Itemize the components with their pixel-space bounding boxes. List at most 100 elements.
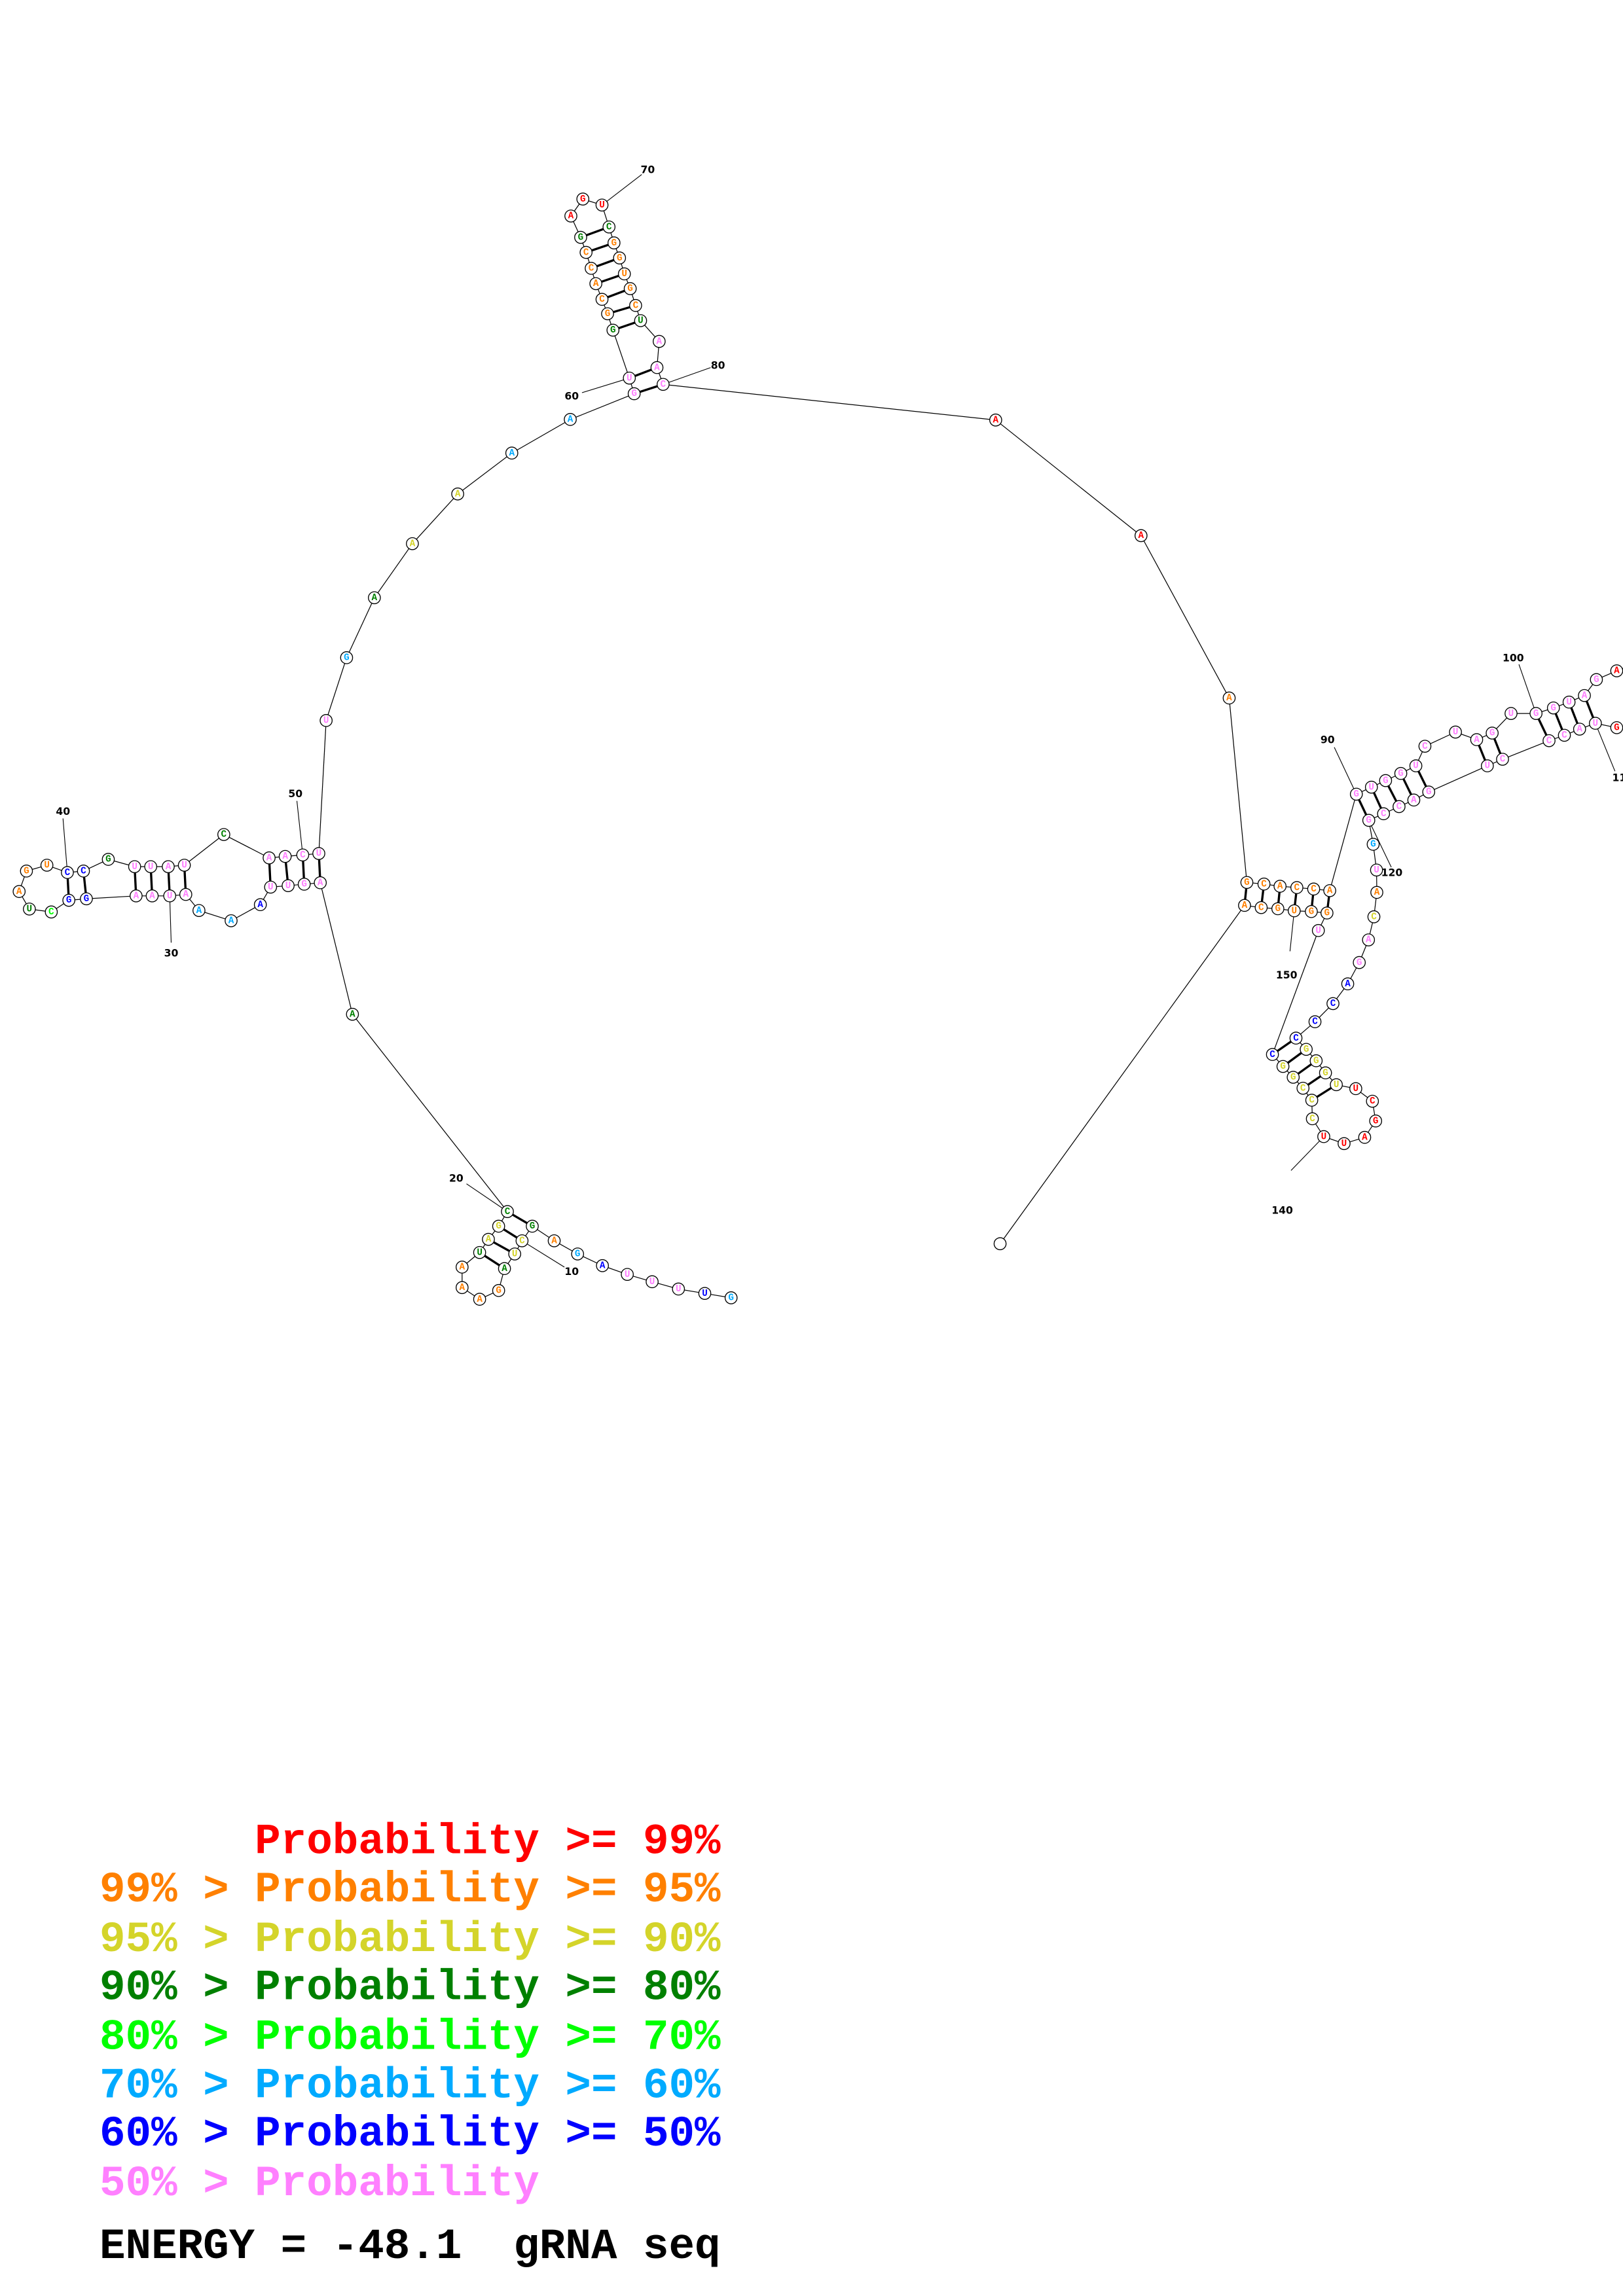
nucleotide-letter: A	[460, 1283, 465, 1293]
nucleotide-letter: U	[625, 1270, 630, 1280]
nucleotide: G	[1366, 838, 1380, 851]
nucleotide: A	[1573, 723, 1586, 736]
nucleotide: U	[1311, 924, 1325, 937]
nucleotide-circle	[1300, 1043, 1313, 1056]
nucleotide-circle	[40, 859, 54, 872]
nucleotide-letter: G	[605, 309, 611, 319]
nucleotide: G	[1379, 774, 1393, 787]
nucleotide: G	[297, 878, 311, 891]
nucleotide-letter: G	[1398, 768, 1404, 779]
nucleotide-circle	[623, 371, 636, 385]
nucleotide: G	[20, 865, 33, 878]
nucleotide: G	[571, 1247, 585, 1261]
backbone-lines	[18, 198, 1623, 1300]
nucleotide-letter: C	[589, 264, 594, 274]
nucleotide-circle	[1311, 924, 1325, 937]
nucleotide-letter: A	[16, 887, 22, 897]
nucleotide: A	[1370, 886, 1383, 899]
nucleotide-circle	[346, 1007, 359, 1021]
nucleotide-circle	[77, 865, 90, 878]
nucleotide-letter: U	[1508, 709, 1514, 719]
legend-row-90: 95% > Probability >= 90%	[100, 1915, 721, 1964]
backbone-segment	[318, 720, 327, 854]
nucleotide-letter: U	[1368, 782, 1374, 793]
nucleotide-circle	[576, 192, 590, 206]
nucleotide-letter: A	[134, 891, 139, 901]
nucleotide-circle	[608, 236, 621, 249]
position-tick-line	[522, 1240, 565, 1268]
legend-row-95: 99% > Probability >= 95%	[100, 1865, 721, 1914]
nucleotide: C	[1290, 881, 1304, 894]
nucleotide-letter: C	[606, 222, 612, 232]
nucleotide-circle	[1288, 904, 1301, 918]
nucleotide: C	[585, 262, 598, 275]
nucleotide-letter: G	[1357, 958, 1362, 968]
nucleotide: U	[623, 371, 636, 385]
nucleotide-circle	[264, 880, 278, 894]
nucleotide: C	[515, 1234, 529, 1247]
nucleotide-circle	[547, 1234, 561, 1247]
nucleotide-letter: A	[654, 363, 660, 373]
nucleotide-circle	[1558, 728, 1571, 742]
nucleotide-circle	[606, 323, 620, 337]
nucleotide: C	[1326, 997, 1340, 1011]
nucleotide-letter: C	[1422, 742, 1428, 752]
nucleotide-circle	[596, 1259, 610, 1272]
nucleotide: A	[346, 1007, 359, 1021]
nucleotide-circle	[526, 1219, 539, 1233]
nucleotide-circle	[672, 1282, 685, 1296]
nucleotide: A	[12, 885, 26, 898]
legend-row-70: 80% > Probability >= 70%	[100, 2013, 721, 2062]
nucleotide: A	[455, 1261, 469, 1274]
nucleotide: G	[492, 1219, 505, 1233]
nucleotide: G	[1353, 956, 1366, 969]
nucleotide-letter: G	[610, 325, 616, 336]
nucleotide-circle	[296, 848, 310, 862]
nucleotide-letter: U	[599, 200, 605, 211]
nucleotide: C	[1296, 1081, 1310, 1095]
nucleotide: A	[1341, 977, 1355, 991]
nucleotide-circle	[482, 1232, 495, 1246]
nucleotide-circle	[515, 1234, 529, 1247]
backbone-segment	[1000, 905, 1245, 1244]
nucleotide-letter: C	[1258, 903, 1264, 913]
nucleotide-circle	[1366, 838, 1380, 851]
nucleotide-circle	[602, 220, 616, 234]
nucleotide-letter: U	[167, 891, 173, 901]
nucleotide: G	[1286, 1071, 1300, 1084]
nucleotide-letter: G	[1373, 1116, 1379, 1126]
nucleotide: A	[650, 361, 664, 374]
nucleotide-circle	[698, 1287, 712, 1300]
nucleotide: U	[319, 714, 333, 727]
nucleotide-letter: A	[318, 878, 323, 888]
position-tick-line	[663, 367, 711, 385]
position-tick-line	[1289, 910, 1295, 952]
nucleotide-circle	[1317, 1130, 1330, 1143]
nucleotide: A	[145, 889, 159, 903]
nucleotide-letter: C	[583, 247, 589, 258]
nucleotide-circle	[455, 1261, 469, 1274]
nucleotide-circle	[1326, 997, 1340, 1011]
nucleotide: G	[613, 251, 627, 264]
nucleotide-circle	[1134, 529, 1148, 543]
nucleotide-circle	[501, 1205, 514, 1218]
nucleotide-letter: U	[285, 881, 291, 891]
nucleotide-circle	[1257, 877, 1271, 891]
position-label-90: 90	[1321, 733, 1335, 745]
nucleotide-letter: U	[1453, 727, 1459, 738]
nucleotide: U	[177, 859, 191, 872]
nucleotide: A	[1578, 689, 1591, 702]
nucleotide: G	[1486, 726, 1499, 740]
nucleotide: C	[1305, 1094, 1319, 1107]
nucleotide-letter: C	[81, 867, 86, 877]
position-label-150: 150	[1276, 969, 1298, 981]
nucleotide: C	[1377, 807, 1391, 821]
nucleotide-circle	[314, 876, 327, 889]
nucleotide: U	[163, 889, 177, 903]
nucleotide-circle	[144, 860, 158, 873]
nucleotide-circle	[1276, 1060, 1290, 1073]
nucleotide-circle	[1486, 726, 1499, 740]
position-tick-line	[62, 818, 68, 873]
nucleotide: C	[77, 865, 90, 878]
nucleotide-letter: U	[148, 862, 154, 872]
